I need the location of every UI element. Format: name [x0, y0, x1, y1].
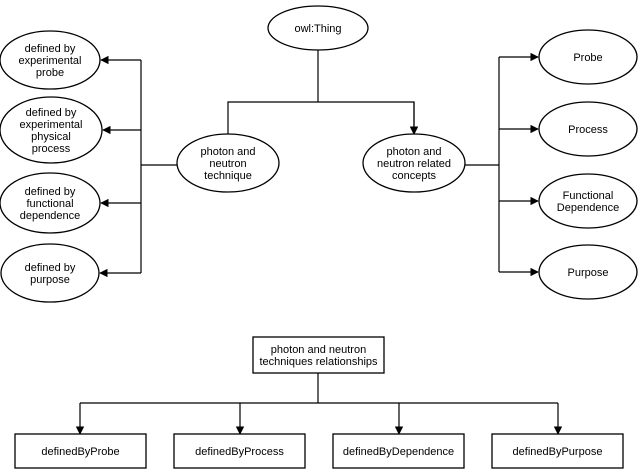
- node-right-process: Process: [538, 101, 638, 157]
- node-right-probe: Probe: [538, 29, 638, 85]
- node-technique-label-line-3: technique: [204, 170, 252, 182]
- node-rel-dependence: definedByDependence: [332, 433, 465, 469]
- node-left-process-label-line-3: physical: [31, 131, 71, 143]
- node-left-process-label-line-1: defined by: [26, 107, 77, 119]
- node-right-process-label: Process: [568, 124, 608, 136]
- node-owl-thing: owl:Thing: [267, 5, 369, 51]
- node-rel-purpose: definedByPurpose: [491, 433, 624, 469]
- node-concepts-label-line-1: photon and: [386, 146, 441, 158]
- node-right-purpose-label-line-1: Purpose: [568, 267, 609, 279]
- node-rel-purpose-label: definedByPurpose: [513, 446, 603, 458]
- node-rel-purpose-label-line-1: definedByPurpose: [513, 446, 603, 458]
- node-right-dependence-label-line-2: Dependence: [557, 202, 619, 214]
- node-rel-process-label: definedByProcess: [195, 446, 284, 458]
- node-left-probe-label-line-1: defined by: [25, 43, 76, 55]
- node-technique-label-line-2: neutron: [209, 158, 246, 170]
- node-right-purpose: Purpose: [538, 244, 638, 300]
- edge-root-to-classes: [227, 50, 414, 134]
- node-concepts-label-line-2: neutron related: [377, 158, 451, 170]
- node-relationships-label-line-2: techniques relationships: [259, 356, 378, 368]
- node-technique-label-line-1: photon and: [200, 146, 255, 158]
- node-left-process-label-line-4: process: [32, 143, 71, 155]
- node-rel-probe-label-line-1: definedByProbe: [41, 446, 119, 458]
- node-concepts-label-line-3: concepts: [392, 170, 437, 182]
- node-owl-thing-label-line-1: owl:Thing: [294, 23, 341, 35]
- node-right-probe-label: Probe: [573, 52, 602, 64]
- node-left-dependence-label-line-1: defined by: [25, 186, 76, 198]
- node-rel-dependence-label: definedByDependence: [343, 446, 454, 458]
- node-owl-thing-label: owl:Thing: [294, 23, 341, 35]
- edge-technique-bus: [140, 60, 177, 273]
- node-left-dependence-label-line-2: functional: [26, 198, 73, 210]
- node-left-probe-label-line-2: experimental: [19, 55, 82, 67]
- node-left-dependence-label-line-3: dependence: [20, 210, 81, 222]
- node-relationships-label-line-1: photon and neutron: [271, 344, 366, 356]
- node-right-purpose-label: Purpose: [568, 267, 609, 279]
- edge-relationships-bus: [80, 373, 558, 404]
- node-right-dependence-label-line-1: Functional: [563, 190, 614, 202]
- node-rel-probe: definedByProbe: [14, 433, 147, 469]
- node-left-purpose-label-line-2: purpose: [30, 274, 70, 286]
- node-rel-process: definedByProcess: [173, 433, 306, 469]
- node-rel-probe-label: definedByProbe: [41, 446, 119, 458]
- node-rel-process-label-line-1: definedByProcess: [195, 446, 284, 458]
- node-left-probe-label-line-3: probe: [36, 67, 64, 79]
- node-right-process-label-line-1: Process: [568, 124, 608, 136]
- node-left-purpose-label-line-1: defined by: [25, 262, 76, 274]
- node-left-process-label-line-2: experimental: [20, 119, 83, 131]
- edge-concepts-bus: [465, 57, 500, 272]
- node-rel-dependence-label-line-1: definedByDependence: [343, 446, 454, 458]
- node-right-probe-label-line-1: Probe: [573, 52, 602, 64]
